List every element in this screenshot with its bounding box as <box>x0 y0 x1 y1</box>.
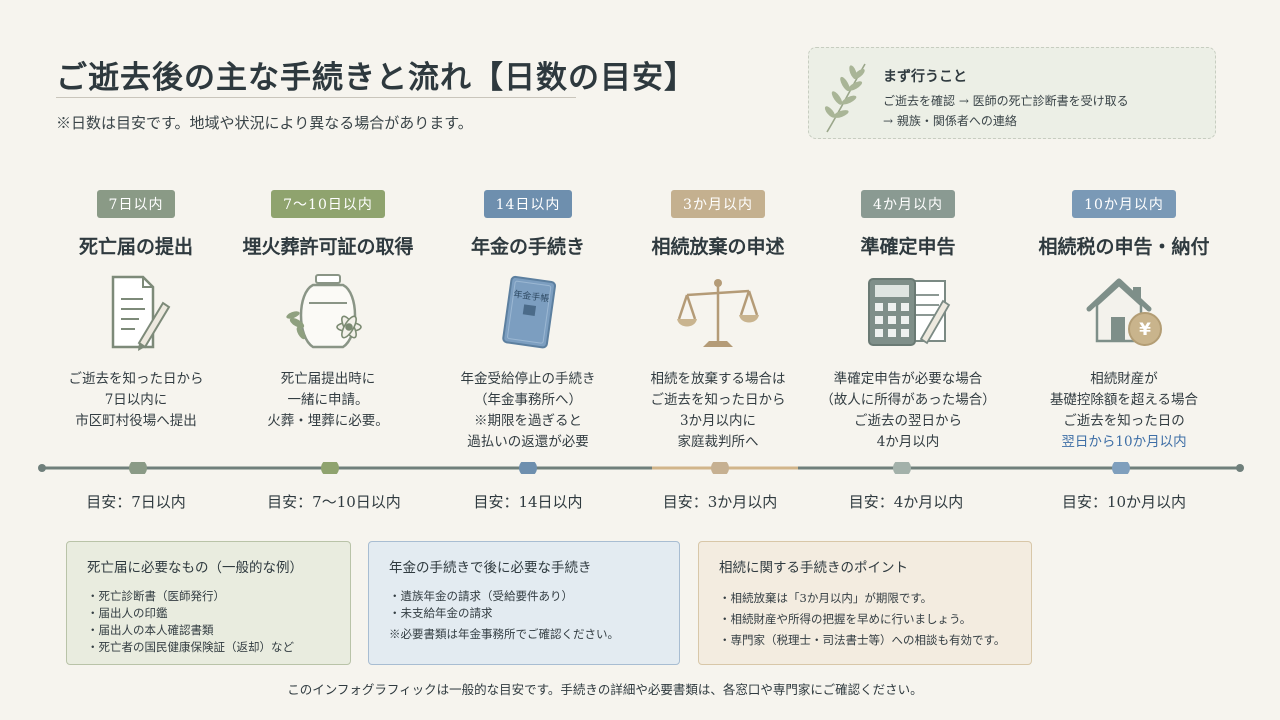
desc-line: 相続を放棄する場合は <box>650 371 786 387</box>
desc-line: 準確定申告が必要な場合 <box>833 371 983 387</box>
step-title: 準確定申告 <box>860 236 956 258</box>
card-item: ・死亡診断書（医師発行） <box>87 589 225 603</box>
step-renunciation: 3か月以内 相続放棄の申述 相続を放棄する場合は ご逝去を知った日から 3か月以… <box>618 190 818 453</box>
card-item: ・届出人の本人確認書類 <box>87 623 214 637</box>
deadline-badge: 10か月以内 <box>1072 190 1176 218</box>
timeline-marker <box>893 462 911 474</box>
desc-line: 基礎控除額を超える場合 <box>1049 392 1199 408</box>
timeline-marker <box>129 462 147 474</box>
desc-line: ※期限を過ぎると <box>474 413 582 429</box>
marker-label: 目安：14日以内 <box>473 493 583 511</box>
desc-line: ご逝去を知った日から <box>68 371 204 387</box>
card-death-notice-items: 死亡届に必要なもの（一般的な例） ・死亡診断書（医師発行） ・届出人の印鑑 ・届… <box>66 541 351 665</box>
deadline-badge: 14日以内 <box>483 190 573 218</box>
step-burial-permit: 7〜10日以内 埋火葬許可証の取得 死亡届提出時に 一緒に申請。 火葬・埋葬に必… <box>228 190 428 432</box>
step-description: ご逝去を知った日から 7日以内に 市区町村役場へ提出 <box>36 369 236 432</box>
timeline-marker <box>1112 462 1130 474</box>
scales-icon <box>677 279 759 347</box>
timeline-marker <box>711 462 729 474</box>
card-title: 死亡届に必要なもの（一般的な例） <box>87 560 303 576</box>
desc-line: 過払いの返還が必要 <box>467 434 589 450</box>
desc-line: 相続財産が <box>1090 371 1158 387</box>
yen-symbol: ¥ <box>1139 320 1151 340</box>
step-pension: 14日以内 年金の手続き 年金手帳 年金受給停止の手続き （年金事務所へ） ※期… <box>428 190 628 453</box>
desc-line: 家庭裁判所へ <box>677 434 759 450</box>
urn-flowers-icon <box>286 274 362 349</box>
marker-label: 目安：7〜10日以内 <box>267 493 401 511</box>
step-description: 準確定申告が必要な場合 （故人に所得があった場合） ご逝去の翌日から 4か月以内 <box>808 369 1008 453</box>
calculator-icon <box>868 278 951 346</box>
step-title: 相続放棄の申述 <box>651 236 785 258</box>
step-inheritance-tax: 10か月以内 相続税の申告・納付 ¥ 相続財産が 基礎控除額を超える場合 ご逝去… <box>1024 190 1224 453</box>
first-steps-line: ご逝去を確認 → 医師の死亡診断書を受け取る <box>883 94 1129 108</box>
marker-label: 目安：10か月以内 <box>1061 493 1187 511</box>
step-title: 年金の手続き <box>470 236 585 258</box>
desc-line: （年金事務所へ） <box>474 392 582 408</box>
card-item: ・未支給年金の請求 <box>389 606 493 620</box>
desc-highlight: 翌日から10か月以内 <box>1061 434 1187 450</box>
step-title: 埋火葬許可証の取得 <box>242 236 414 258</box>
step-description: 年金受給停止の手続き （年金事務所へ） ※期限を過ぎると 過払いの返還が必要 <box>428 369 628 453</box>
desc-line: （故人に所得があった場合） <box>820 392 996 408</box>
card-inheritance-points: 相続に関する手続きのポイント ・相続放棄は「3か月以内」が期限です。 ・相続財産… <box>698 541 1032 665</box>
card-item: ・遺族年金の請求（受給要件あり） <box>389 589 573 603</box>
timeline-start <box>38 464 46 472</box>
document-pen-icon <box>111 275 171 351</box>
desc-line: 火葬・埋葬に必要。 <box>267 413 389 429</box>
deadline-badge: 7〜10日以内 <box>271 190 385 218</box>
page-title: ご逝去後の主な手続きと流れ【日数の目安】 <box>56 60 696 96</box>
card-item: ・死亡者の国民健康保険証（返却）など <box>87 640 294 654</box>
step-title: 相続税の申告・納付 <box>1038 236 1210 258</box>
card-item: ・相続放棄は「3か月以内」が期限です。 <box>719 591 933 605</box>
title-divider <box>56 97 576 98</box>
deadline-badge: 3か月以内 <box>671 190 765 218</box>
step-description: 相続を放棄する場合は ご逝去を知った日から 3か月以内に 家庭裁判所へ <box>618 369 818 453</box>
step-title: 死亡届の提出 <box>78 236 193 258</box>
card-pension-followup: 年金の手続きで後に必要な手続き ・遺族年金の請求（受給要件あり） ・未支給年金の… <box>368 541 680 665</box>
marker-label: 目安：4か月以内 <box>848 493 964 511</box>
card-item: ・届出人の印鑑 <box>87 606 168 620</box>
card-title: 相続に関する手続きのポイント <box>719 560 908 576</box>
timeline-marker <box>519 462 537 474</box>
card-item: ・相続財産や所得の把握を早めに行いましょう。 <box>719 612 972 626</box>
first-steps-line: → 親族・関係者への連絡 <box>883 114 1017 128</box>
card-item: ※必要書類は年金事務所でご確認ください。 <box>389 627 619 641</box>
timeline-marker <box>321 462 339 474</box>
timeline <box>38 462 1244 474</box>
desc-line: ご逝去の翌日から <box>854 413 962 429</box>
desc-line: 市区町村役場へ提出 <box>75 413 197 429</box>
desc-line: ご逝去を知った日の <box>1063 413 1185 429</box>
card-title: 年金の手続きで後に必要な手続き <box>389 560 592 576</box>
deadline-badge: 4か月以内 <box>861 190 955 218</box>
marker-label: 目安：7日以内 <box>86 493 186 511</box>
desc-line: 3か月以内に <box>679 413 757 429</box>
desc-line: 年金受給停止の手続き <box>460 371 596 387</box>
step-tax-return: 4か月以内 準確定申告 準確定申告が必要な場合 （故人に所得があった場合） ご逝… <box>808 190 1008 453</box>
timeline-end <box>1236 464 1244 472</box>
desc-line: ご逝去を知った日から <box>650 392 786 408</box>
step-description: 死亡届提出時に 一緒に申請。 火葬・埋葬に必要。 <box>228 369 428 432</box>
pension-book-icon: 年金手帳 <box>502 275 556 349</box>
page-note: ※日数は目安です。地域や状況により異なる場合があります。 <box>56 114 473 132</box>
desc-line: 死亡届提出時に <box>280 371 376 387</box>
step-description: 相続財産が 基礎控除額を超える場合 ご逝去を知った日の 翌日から10か月以内 <box>1024 369 1224 453</box>
card-item: ・専門家（税理士・司法書士等）への相談も有効です。 <box>719 633 1006 647</box>
first-steps-title: まず行うこと <box>883 69 967 85</box>
first-steps-box: まず行うこと ご逝去を確認 → 医師の死亡診断書を受け取る → 親族・関係者への… <box>808 47 1216 139</box>
leaf-icon <box>824 63 866 133</box>
house-yen-icon: ¥ <box>1086 278 1162 346</box>
desc-line: 4か月以内 <box>876 434 940 450</box>
desc-line: 一緒に申請。 <box>287 392 369 408</box>
desc-line: 7日以内に <box>104 392 168 408</box>
step-death-notice: 7日以内 死亡届の提出 ご逝去を知った日から 7日以内に 市区町村役場へ提出 <box>36 190 236 432</box>
deadline-badge: 7日以内 <box>96 190 176 218</box>
marker-label: 目安：3か月以内 <box>662 493 778 511</box>
footer-disclaimer: このインフォグラフィックは一般的な目安です。手続きの詳細や必要書類は、各窓口や専… <box>287 682 923 697</box>
